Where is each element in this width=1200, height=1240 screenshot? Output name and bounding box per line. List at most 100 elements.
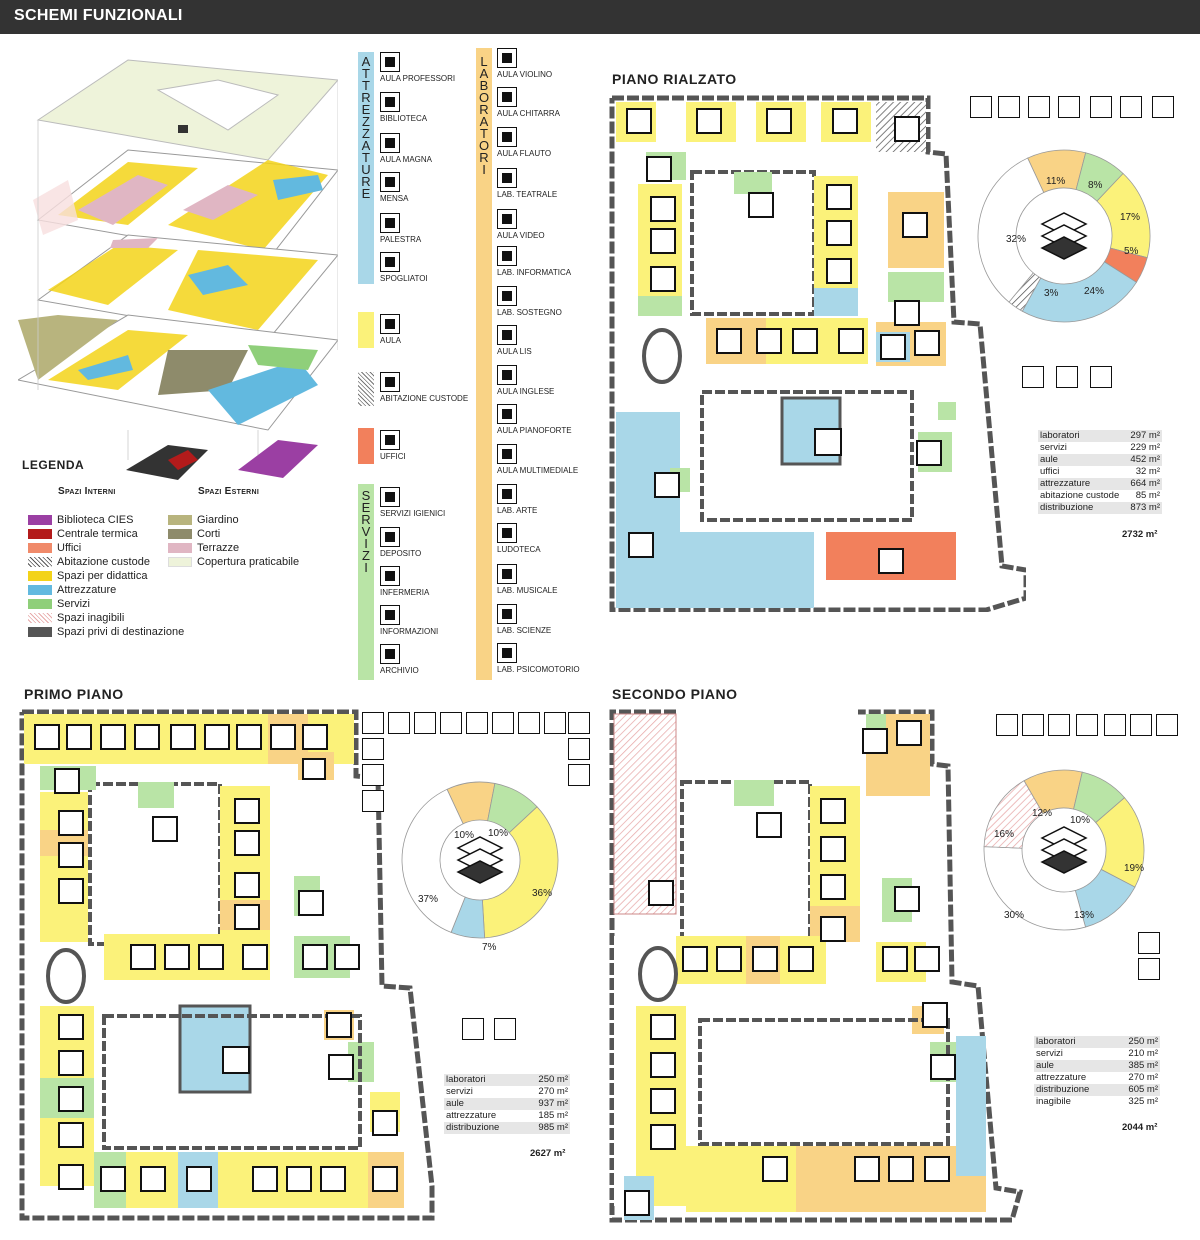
donut-label: 36% bbox=[532, 888, 553, 899]
lab-item: AULA INGLESE bbox=[497, 365, 554, 405]
swatch bbox=[28, 543, 52, 554]
pencil-icon bbox=[650, 1124, 676, 1150]
pencil-icon bbox=[130, 944, 156, 970]
running-figure-icon bbox=[650, 266, 676, 292]
primo-title: PRIMO PIANO bbox=[24, 686, 124, 702]
basketball-icon bbox=[380, 213, 400, 233]
donut-label: 13% bbox=[1074, 910, 1095, 921]
mensa-item: MENSA bbox=[380, 172, 408, 212]
tic-tac-toe-icon bbox=[650, 196, 676, 222]
box-icon bbox=[302, 944, 328, 970]
restroom-icon bbox=[916, 440, 942, 466]
guitar-icon bbox=[66, 724, 92, 750]
lab-item: AULA LIS bbox=[497, 325, 532, 365]
donut-label: 24% bbox=[1084, 286, 1105, 297]
lock-icon bbox=[894, 116, 920, 142]
film-reel-icon bbox=[820, 916, 846, 942]
pencil-icon bbox=[58, 1050, 84, 1076]
spogliatoi-item: SPOGLIATOI bbox=[380, 252, 428, 292]
film-reel-icon bbox=[854, 1156, 880, 1182]
briefcase-icon bbox=[1138, 958, 1160, 980]
pencil-icon bbox=[372, 1110, 398, 1136]
abitazione-bar bbox=[358, 372, 374, 406]
info-icon bbox=[568, 764, 590, 786]
mouse-icon bbox=[497, 246, 517, 266]
paintbrush-icon bbox=[372, 1166, 398, 1192]
lab-item: AULA FLAUTO bbox=[497, 127, 551, 167]
restroom-icon bbox=[328, 1054, 354, 1080]
briefcase-icon bbox=[624, 1190, 650, 1216]
pencil-icon bbox=[696, 108, 722, 134]
restroom-icon bbox=[894, 300, 920, 326]
book-icon bbox=[924, 1156, 950, 1182]
sign-language-icon bbox=[270, 724, 296, 750]
projector-screen-icon bbox=[362, 738, 384, 760]
lab-item: AULA CHITARRA bbox=[497, 87, 560, 127]
donut-label: 8% bbox=[1088, 180, 1103, 191]
piano-keys-icon bbox=[326, 1012, 352, 1038]
guitar-icon bbox=[388, 712, 410, 734]
shoe-icon bbox=[1022, 366, 1044, 388]
box-icon bbox=[650, 228, 676, 254]
donut-segments bbox=[977, 149, 1151, 323]
uffici-item: UFFICI bbox=[380, 430, 406, 470]
pencil-icon bbox=[626, 108, 652, 134]
donut-label: 16% bbox=[994, 829, 1015, 840]
projector-screen-icon bbox=[497, 444, 517, 464]
secondo-floor-plan bbox=[609, 709, 1024, 1223]
donut-label: 37% bbox=[418, 894, 439, 905]
donut-label: 10% bbox=[488, 828, 509, 839]
rialzato-title: PIANO RIALZATO bbox=[612, 71, 737, 87]
restroom-icon bbox=[298, 890, 324, 916]
lab-item: LAB. SCIENZE bbox=[497, 604, 551, 644]
pencil-icon bbox=[788, 946, 814, 972]
lab-item: LAB. ARTE bbox=[497, 484, 537, 524]
theater-masks-icon bbox=[762, 1156, 788, 1182]
guitar-icon bbox=[497, 87, 517, 107]
box-icon bbox=[58, 1164, 84, 1190]
handshake-icon bbox=[497, 286, 517, 306]
projector-screen-icon bbox=[242, 944, 268, 970]
box-icon bbox=[820, 836, 846, 862]
violin-icon bbox=[134, 724, 160, 750]
flute-icon bbox=[414, 712, 436, 734]
aula-magna-item: AULA MAGNA bbox=[380, 133, 432, 173]
mouse-icon bbox=[970, 96, 992, 118]
mouse-icon bbox=[902, 212, 928, 238]
archivio-item: ARCHIVIO bbox=[380, 644, 419, 684]
tic-tac-toe-icon bbox=[497, 523, 517, 543]
piano-keys-icon bbox=[497, 404, 517, 424]
restroom-icon bbox=[58, 1086, 84, 1112]
legend-internal-heading: Spazi Interni bbox=[58, 486, 116, 497]
restroom-icon bbox=[650, 1088, 676, 1114]
uffici-bar bbox=[358, 428, 374, 464]
restroom-icon bbox=[380, 487, 400, 507]
pencil-icon bbox=[100, 724, 126, 750]
donut-label: 32% bbox=[1006, 234, 1027, 245]
swatch bbox=[28, 571, 52, 582]
paintbrush-icon bbox=[497, 484, 517, 504]
sign-language-icon bbox=[497, 325, 517, 345]
donut-label: 3% bbox=[1044, 288, 1059, 299]
fork-knife-icon bbox=[380, 172, 400, 192]
aula-professori-item: AULA PROFESSORI bbox=[380, 52, 455, 92]
book-icon bbox=[682, 946, 708, 972]
legend-item: Terrazze bbox=[168, 541, 239, 555]
aula-item: AULA bbox=[380, 314, 401, 354]
pencil-icon bbox=[380, 314, 400, 334]
pencil-icon bbox=[236, 724, 262, 750]
box-icon bbox=[380, 527, 400, 547]
film-reel-icon bbox=[497, 209, 517, 229]
box-icon bbox=[58, 1014, 84, 1040]
legend-item: Copertura praticabile bbox=[168, 555, 299, 569]
theater-masks-icon bbox=[996, 714, 1018, 736]
